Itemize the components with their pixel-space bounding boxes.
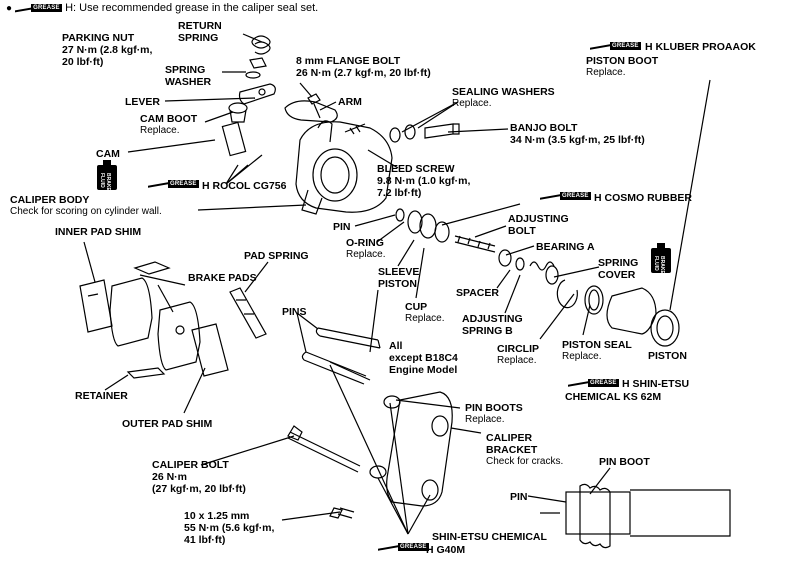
header-note: ● GREASE H: Use recommended grease in th… bbox=[6, 2, 319, 14]
pad-spring-label: PAD SPRING bbox=[244, 250, 309, 262]
pin-inset-label: PIN bbox=[510, 491, 528, 503]
sealing-washers-label: SEALING WASHERS Replace. bbox=[452, 86, 555, 109]
grease-cosmo-symbol: GREASE bbox=[540, 190, 600, 202]
caliper-body-label: CALIPER BODY Check for scoring on cylind… bbox=[10, 194, 162, 217]
bleed-screw-label: BLEED SCREW 9.8 N·m (1.0 kgf·m, 7.2 lbf·… bbox=[377, 163, 471, 199]
adjusting-spring-b-label: ADJUSTING SPRING B bbox=[462, 313, 523, 337]
o-ring-label: O-RING Replace. bbox=[346, 237, 386, 260]
grease-rocol-symbol: GREASE bbox=[148, 178, 208, 190]
banjo-bolt-label: BANJO BOLT 34 N·m (3.5 kgf·m, 25 lbf·ft) bbox=[510, 122, 645, 146]
grease-g40m-symbol: GREASE bbox=[378, 541, 438, 553]
brake-pads-label: BRAKE PADS bbox=[188, 272, 257, 284]
flange-bolt-label: 8 mm FLANGE BOLT 26 N·m (2.7 kgf·m, 20 l… bbox=[296, 55, 431, 79]
grease-tag: GREASE bbox=[31, 3, 62, 12]
piston-label: PISTON bbox=[648, 350, 687, 362]
shin-etsu-g40m-label: SHIN-ETSU CHEMICAL bbox=[432, 531, 547, 543]
rocol-grease-label: H ROCOL CG756 bbox=[202, 180, 287, 192]
shin-etsu-ks62m-label: H SHIN-ETSU bbox=[622, 378, 690, 390]
adjusting-bolt-label: ADJUSTING BOLT bbox=[508, 213, 569, 237]
parking-nut-label: PARKING NUT 27 N·m (2.8 kgf·m, 20 lbf·ft… bbox=[62, 32, 153, 68]
cam-label: CAM bbox=[96, 148, 120, 160]
brake-fluid-bottle-icon: BRAKE FLUID bbox=[97, 160, 117, 191]
bolt-10x125-label: 10 x 1.25 mm 55 N·m (5.6 kgf·m, 41 lbf·f… bbox=[184, 510, 275, 546]
piston-seal-label: PISTON SEAL Replace. bbox=[562, 339, 632, 362]
circlip-label: CIRCLIP Replace. bbox=[497, 343, 539, 366]
spacer-label: SPACER bbox=[456, 287, 499, 299]
cam-boot-label: CAM BOOT Replace. bbox=[140, 113, 198, 136]
lever-label: LEVER bbox=[125, 96, 161, 108]
pin-boots-label: PIN BOOTS Replace. bbox=[465, 402, 523, 425]
pins-label: PINS bbox=[282, 306, 307, 318]
shin-etsu-ks62m-label-2: CHEMICAL KS 62M bbox=[565, 391, 662, 403]
inner-pad-shim-label: INNER PAD SHIM bbox=[55, 226, 142, 238]
arm-label: ARM bbox=[338, 96, 362, 108]
piston-boot-label: PISTON BOOT Replace. bbox=[586, 55, 659, 78]
grease-kluber-symbol: GREASE bbox=[590, 40, 650, 52]
caliper-bracket-label: CALIPER BRACKET Check for cracks. bbox=[486, 432, 564, 467]
retainer-label: RETAINER bbox=[75, 390, 128, 402]
spring-cover-label: SPRING COVER bbox=[598, 257, 639, 281]
sleeve-piston-label: SLEEVE PISTON bbox=[378, 266, 420, 290]
outer-pad-shim-label: OUTER PAD SHIM bbox=[122, 418, 213, 430]
spring-washer-label: SPRING WASHER bbox=[165, 64, 212, 88]
shin-etsu-g40m-label-2: H G40M bbox=[426, 544, 466, 556]
return-spring-label: RETURN SPRING bbox=[178, 20, 222, 44]
bearing-a-label: BEARING A bbox=[536, 241, 595, 253]
cup-label: CUP Replace. bbox=[405, 301, 445, 324]
pin-small-label: PIN bbox=[333, 221, 351, 233]
grease-shin-etsu-symbol: GREASE bbox=[568, 377, 628, 389]
kluber-grease-label: H KLUBER PROAAOK bbox=[645, 41, 756, 53]
header-text: H: Use recommended grease in the caliper… bbox=[65, 2, 319, 14]
all-except-label: All except B18C4 Engine Model bbox=[389, 340, 458, 376]
caliper-bolt-label: CALIPER BOLT 26 N·m (27 kgf·m, 20 lbf·ft… bbox=[152, 459, 246, 495]
pin-boot-inset-label: PIN BOOT bbox=[599, 456, 650, 468]
cosmo-grease-label: H COSMO RUBBER bbox=[594, 192, 693, 204]
brake-fluid-bottle-icon-right: BRAKE FLUID bbox=[651, 243, 671, 274]
